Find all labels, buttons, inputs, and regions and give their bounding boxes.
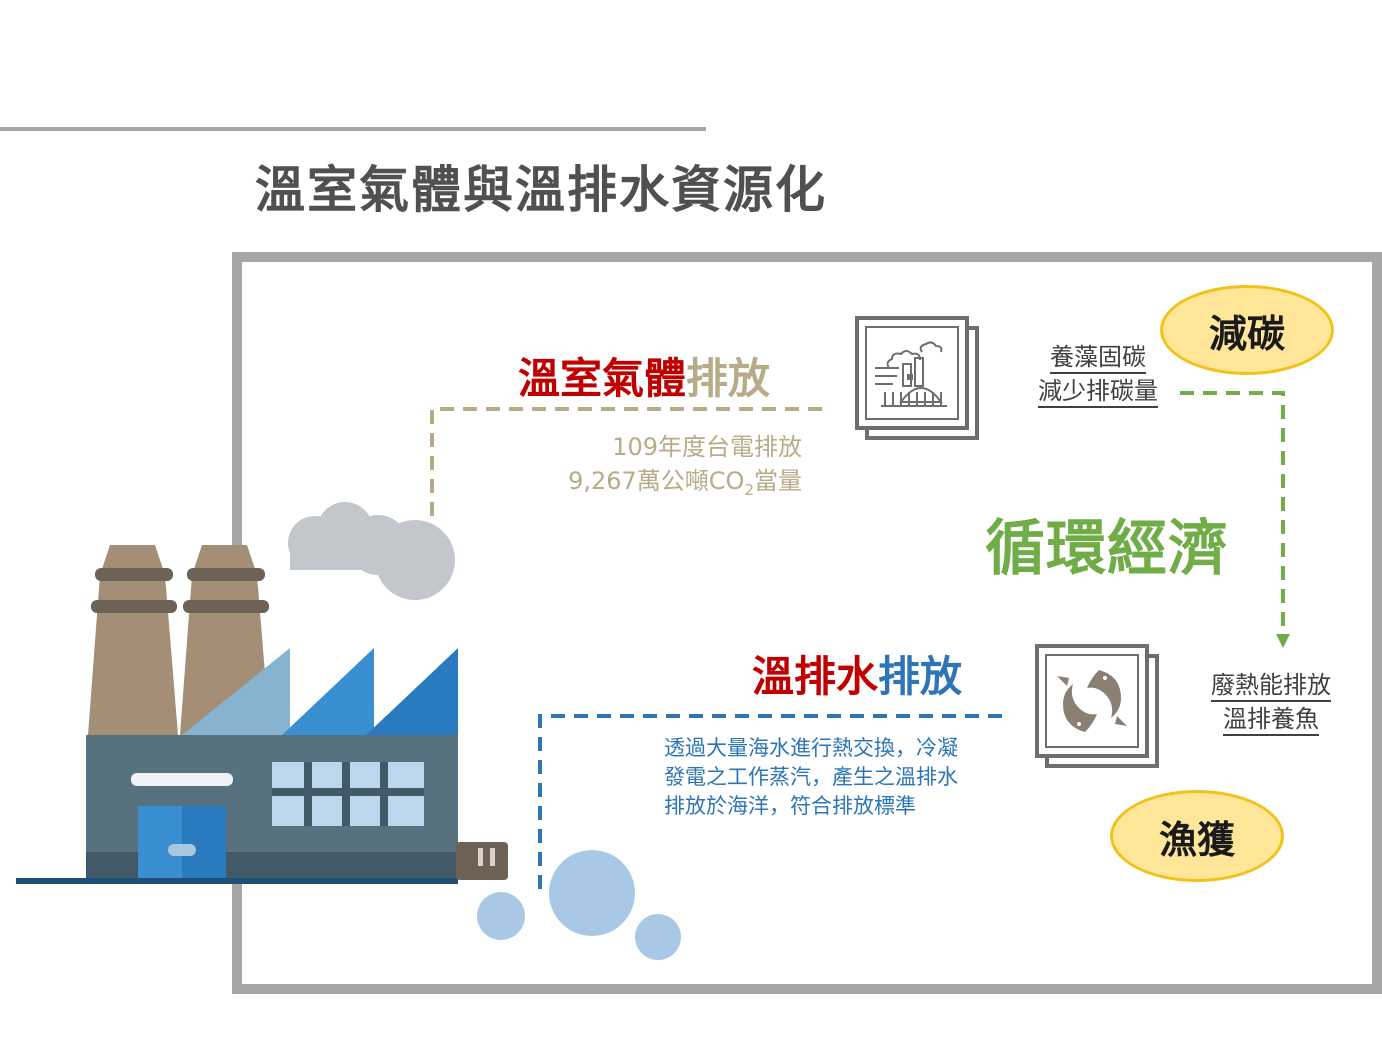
power-plant-illustration [16, 545, 681, 960]
fish-icon [1035, 644, 1159, 768]
ghg-emission-heading: 溫室氣體排放 [518, 345, 770, 406]
waste-text-line: 溫排養魚 [1223, 704, 1319, 736]
carbon-text-line: 養藻固碳 [1050, 342, 1146, 374]
carbon-reduction-badge: 減碳 [1160, 285, 1334, 375]
warm-heading-red: 溫排水 [752, 652, 879, 701]
co2-subscript: 2 [744, 480, 754, 499]
top-rule [0, 127, 706, 131]
waste-heat-text: 廢熱能排放 溫排養魚 [1196, 668, 1346, 736]
warm-water-description: 透過大量海水進行熱交換，冷凝 發電之工作蒸汽，產生之溫排水 排放於海洋，符合排放… [664, 734, 1024, 821]
ghg-desc-line2-pre: 9,267萬公噸CO [568, 467, 745, 495]
carbon-text: 養藻固碳 減少排碳量 [1020, 340, 1176, 408]
circular-connector [1180, 391, 1290, 648]
smoke-cloud [288, 502, 455, 600]
warm-desc-line: 透過大量海水進行熱交換，冷凝 [664, 736, 958, 760]
warm-heading-blue: 排放 [878, 652, 963, 701]
factory-icon [855, 316, 979, 440]
fish-catch-badge: 漁獲 [1110, 790, 1284, 882]
waste-text-line: 廢熱能排放 [1211, 670, 1331, 702]
warm-desc-line: 發電之工作蒸汽，產生之溫排水 [664, 765, 958, 789]
ghg-connector [430, 407, 822, 525]
factory-icon-glyph [875, 341, 947, 407]
warm-water-connector [538, 714, 1002, 890]
warm-water-heading: 溫排水排放 [752, 643, 962, 704]
koi-fish-glyph [1057, 670, 1127, 732]
carbon-text-line: 減少排碳量 [1038, 376, 1158, 408]
ghg-desc-line2: 9,267萬公噸CO2當量 [520, 464, 802, 507]
ghg-desc-line2-post: 當量 [754, 467, 802, 495]
ghg-heading-red: 溫室氣體 [518, 354, 687, 403]
circular-economy-label: 循環經濟 [985, 514, 1229, 584]
warm-desc-line: 排放於海洋，符合排放標準 [664, 794, 916, 818]
ghg-description: 109年度台電排放 9,267萬公噸CO2當量 [520, 430, 802, 507]
ghg-heading-beige: 排放 [686, 354, 771, 403]
page-title: 溫室氣體與溫排水資源化 [255, 161, 827, 219]
ghg-desc-line1: 109年度台電排放 [612, 433, 802, 461]
